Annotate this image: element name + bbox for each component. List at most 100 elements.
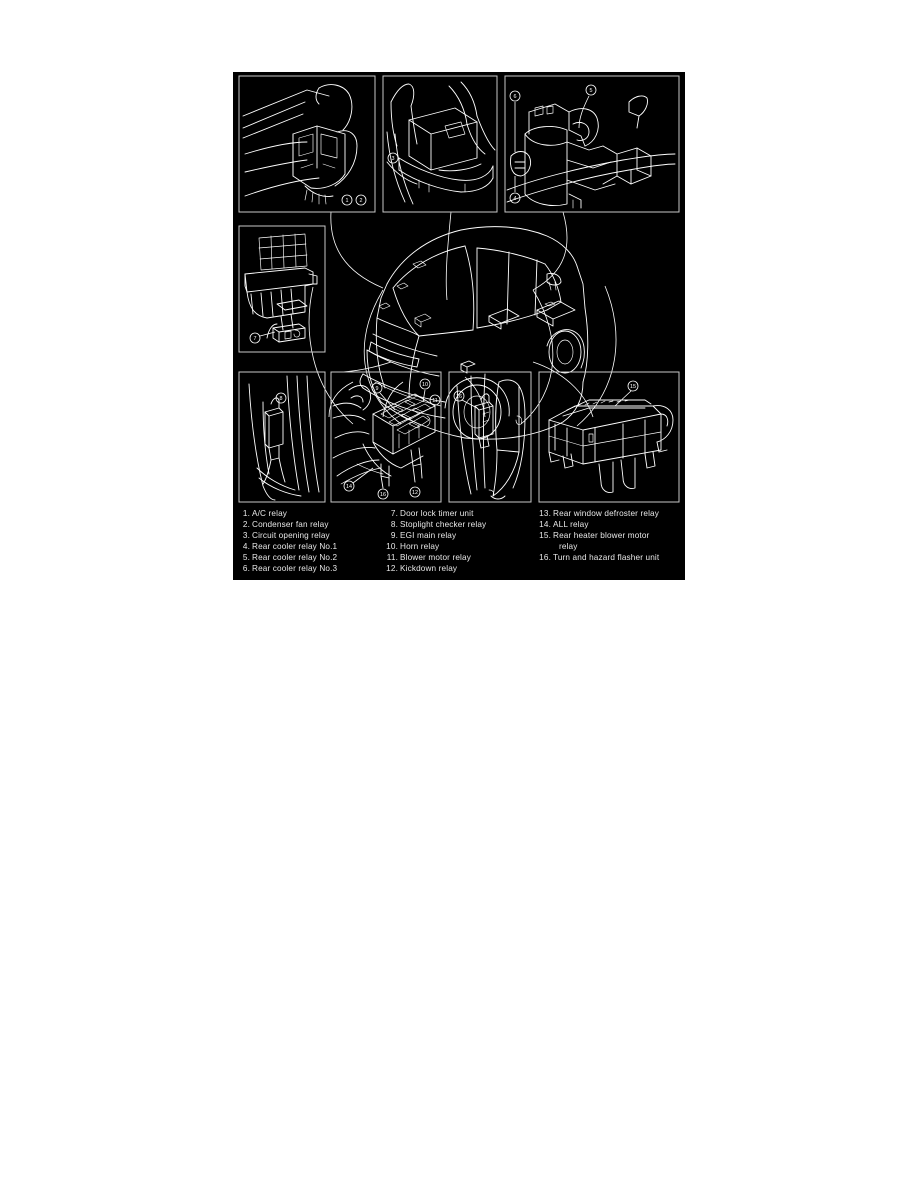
panel-bottom-2[interactable]: 9 10 11 14 16 12 bbox=[330, 371, 442, 503]
callout-6: 6 bbox=[509, 90, 521, 152]
callout-11: 11 bbox=[429, 394, 441, 406]
legend-number: 6. bbox=[242, 564, 250, 574]
legend-item: 10.Horn relay bbox=[385, 541, 540, 552]
panel-top-center-art bbox=[386, 81, 496, 205]
panel-top-left-art bbox=[242, 84, 358, 205]
legend-label: EGI main relay bbox=[400, 531, 457, 541]
svg-text:16: 16 bbox=[380, 492, 386, 498]
legend-item: 15.Rear heater blower motor bbox=[538, 530, 685, 541]
svg-text:15: 15 bbox=[630, 384, 636, 390]
legend-label-continuation: relay bbox=[559, 542, 578, 552]
svg-text:10: 10 bbox=[422, 382, 428, 388]
svg-text:4: 4 bbox=[514, 196, 517, 202]
relay-legend: 1.A/C relay 2.Condenser fan relay 3.Circ… bbox=[233, 508, 685, 580]
legend-item: 12.Kickdown relay bbox=[385, 563, 540, 574]
svg-text:14: 14 bbox=[346, 484, 352, 490]
relay-location-figure: .ln { fill:none; stroke:#ffffff; stroke-… bbox=[233, 72, 685, 580]
legend-column-3: 13.Rear window defroster relay 14.ALL re… bbox=[538, 508, 685, 563]
legend-column-2: 7.Door lock timer unit 8.Stoplight check… bbox=[385, 508, 540, 575]
svg-text:12: 12 bbox=[412, 490, 418, 496]
legend-item: 5.Rear cooler relay No.2 bbox=[237, 552, 387, 563]
legend-label: Circuit opening relay bbox=[252, 531, 330, 541]
panel-bottom-1[interactable]: 8 bbox=[238, 371, 326, 503]
panel-bottom-3-art bbox=[456, 373, 526, 500]
callout-12: 12 bbox=[409, 486, 421, 498]
callout-9: 9 bbox=[371, 382, 396, 411]
legend-number: 12. bbox=[386, 564, 398, 574]
panel-mid-left-art bbox=[244, 233, 318, 343]
legend-number: 13. bbox=[539, 509, 551, 518]
legend-number: 16. bbox=[539, 553, 551, 563]
panel-bottom-4[interactable]: 15 bbox=[538, 371, 680, 503]
legend-number: 8. bbox=[390, 520, 398, 530]
legend-label: Rear cooler relay No.1 bbox=[252, 542, 338, 552]
legend-label: Condenser fan relay bbox=[252, 520, 329, 530]
legend-label: Rear cooler relay No.2 bbox=[252, 553, 338, 563]
legend-number: 14. bbox=[539, 520, 551, 530]
svg-text:16: 16 bbox=[456, 394, 462, 400]
legend-item: 8.Stoplight checker relay bbox=[385, 519, 540, 530]
legend-label: A/C relay bbox=[252, 509, 288, 518]
figure-illustration: .ln { fill:none; stroke:#ffffff; stroke-… bbox=[238, 75, 680, 503]
svg-text:2: 2 bbox=[360, 198, 363, 204]
panel-bottom-4-art bbox=[548, 399, 674, 493]
svg-text:9: 9 bbox=[376, 386, 379, 392]
legend-number: 4. bbox=[242, 542, 250, 552]
vehicle-relay-markers bbox=[378, 260, 576, 374]
legend-label: Kickdown relay bbox=[400, 564, 458, 574]
legend-number: 11. bbox=[386, 553, 398, 563]
legend-item: 6.Rear cooler relay No.3 bbox=[237, 563, 387, 574]
legend-item: 16.Turn and hazard flasher unit bbox=[538, 552, 685, 563]
legend-label: ALL relay bbox=[553, 520, 589, 530]
leader-lines bbox=[308, 211, 617, 427]
legend-item: 2.Condenser fan relay bbox=[237, 519, 387, 530]
legend-label: Rear cooler relay No.3 bbox=[252, 564, 338, 574]
legend-label: Door lock timer unit bbox=[400, 509, 474, 518]
legend-item: 9.EGI main relay bbox=[385, 530, 540, 541]
legend-number: 9. bbox=[390, 531, 398, 541]
legend-number: 15. bbox=[539, 531, 551, 541]
legend-number: 1. bbox=[242, 509, 250, 518]
legend-label: Horn relay bbox=[400, 542, 440, 552]
panel-top-center[interactable]: 3 bbox=[382, 75, 498, 213]
legend-item: 11.Blower motor relay bbox=[385, 552, 540, 563]
callout-5: 5 bbox=[578, 84, 597, 129]
callout-14: 14 bbox=[343, 467, 374, 492]
panel-bottom-3[interactable]: 16 bbox=[448, 371, 532, 503]
svg-text:6: 6 bbox=[514, 94, 517, 100]
svg-text:3: 3 bbox=[392, 156, 395, 162]
callout-10: 10 bbox=[419, 378, 431, 403]
legend-column-1: 1.A/C relay 2.Condenser fan relay 3.Circ… bbox=[237, 508, 387, 575]
callout-16-fusebox: 16 bbox=[377, 488, 389, 500]
callout-3: 3 bbox=[387, 152, 399, 164]
panel-top-left[interactable]: 1 2 bbox=[238, 75, 376, 213]
svg-text:5: 5 bbox=[590, 88, 593, 94]
callout-4: 4 bbox=[509, 176, 521, 204]
legend-label: Rear window defroster relay bbox=[553, 509, 659, 518]
panel-mid-left[interactable]: 7 bbox=[238, 225, 326, 353]
panel-top-right-art bbox=[506, 95, 676, 209]
legend-number: 3. bbox=[242, 531, 250, 541]
legend-number: 5. bbox=[242, 553, 250, 563]
callout-16-pillar: 16 bbox=[453, 390, 478, 409]
callout-7: 7 bbox=[249, 331, 276, 344]
panel-bottom-2-art bbox=[332, 385, 436, 489]
legend-number: 2. bbox=[242, 520, 250, 530]
panel-top-right[interactable]: 5 6 4 bbox=[504, 75, 680, 213]
callout-1: 1 bbox=[341, 194, 353, 206]
legend-number: 7. bbox=[390, 509, 398, 518]
legend-item: 14.ALL relay bbox=[538, 519, 685, 530]
legend-label: Stoplight checker relay bbox=[400, 520, 487, 530]
legend-item: 4.Rear cooler relay No.1 bbox=[237, 541, 387, 552]
callout-8: 8 bbox=[275, 392, 287, 404]
legend-label: Blower motor relay bbox=[400, 553, 471, 563]
callout-2: 2 bbox=[355, 194, 367, 206]
svg-text:7: 7 bbox=[254, 336, 257, 342]
legend-item: 7.Door lock timer unit bbox=[385, 508, 540, 519]
legend-label: Turn and hazard flasher unit bbox=[553, 553, 660, 563]
legend-item: 13.Rear window defroster relay bbox=[538, 508, 685, 519]
legend-number: 10. bbox=[386, 542, 398, 552]
svg-text:11: 11 bbox=[432, 398, 438, 404]
legend-item: 3.Circuit opening relay bbox=[237, 530, 387, 541]
svg-text:8: 8 bbox=[280, 396, 283, 402]
